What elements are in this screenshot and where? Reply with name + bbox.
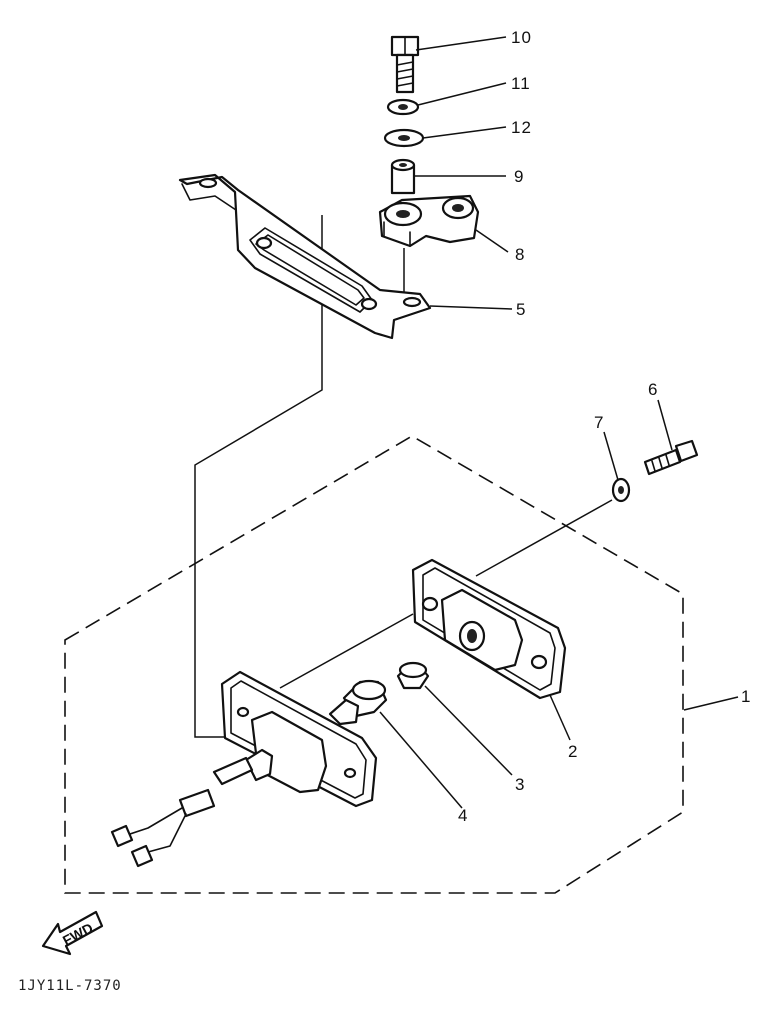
leader-lines (379, 36, 739, 809)
callout-12: 12 (511, 118, 532, 137)
alignment-guide-line (194, 215, 323, 738)
part-small-washer (611, 477, 631, 503)
lens-guide-line (279, 613, 414, 689)
callout-2: 2 (568, 742, 578, 761)
wiring-harness (110, 788, 216, 868)
callout-7: 7 (594, 413, 604, 432)
callout-10: 10 (511, 28, 532, 47)
part-screw (643, 439, 699, 476)
callout-11: 11 (511, 74, 531, 93)
part-plain-washer (383, 128, 425, 148)
callout-5: 5 (516, 300, 526, 319)
callout-4: 4 (458, 806, 468, 825)
part-bracket (178, 173, 432, 340)
assembly-boundary (64, 435, 684, 894)
part-socket (328, 679, 388, 726)
callout-8: 8 (515, 245, 525, 264)
part-spring-washer (386, 98, 420, 116)
callout-labels: 10 11 12 9 8 5 6 7 1 2 3 4 (458, 28, 751, 825)
washer-guide-line (475, 499, 613, 577)
callout-1: 1 (741, 687, 751, 706)
part-lens (411, 558, 567, 700)
forward-direction-arrow: FWD (41, 910, 104, 956)
callout-9: 9 (514, 167, 524, 186)
reference-code: 1JY11L-7370 (18, 978, 122, 994)
part-bulb (396, 661, 430, 690)
part-stay (378, 194, 480, 248)
callout-6: 6 (648, 380, 658, 399)
part-collar (390, 158, 416, 195)
callout-3: 3 (515, 775, 525, 794)
part-bolt-top (390, 35, 420, 94)
part-lamp-base (212, 670, 378, 808)
